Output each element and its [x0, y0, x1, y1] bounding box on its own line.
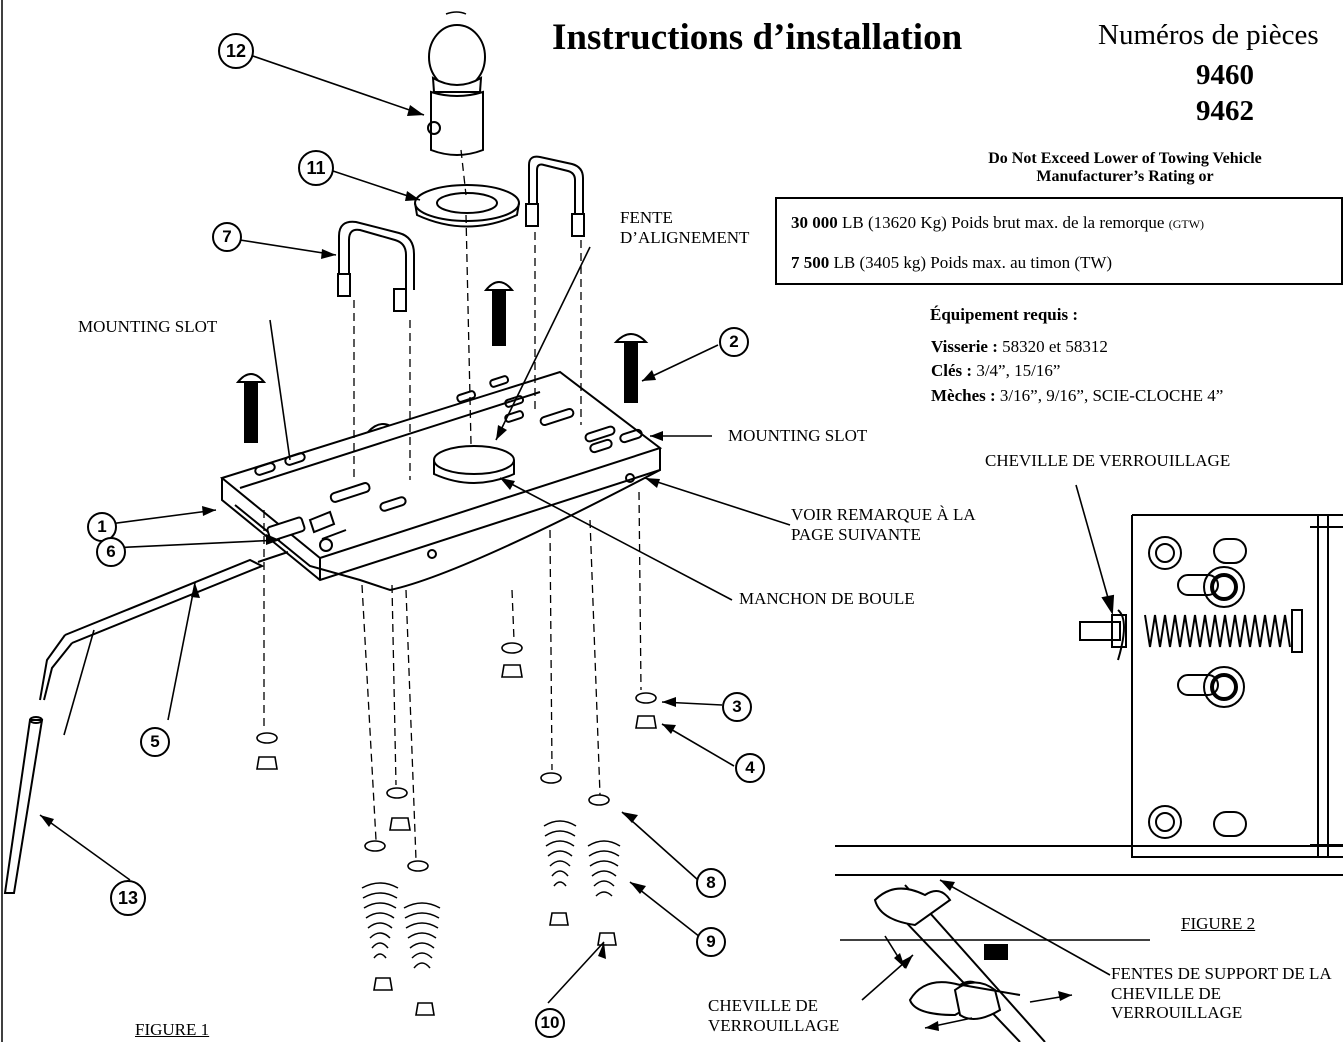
- ball-sleeve-label: MANCHON DE BOULE: [739, 589, 915, 608]
- callout-11: 11: [298, 150, 334, 186]
- callout-13: 13: [110, 880, 146, 916]
- handle-bar: [39, 551, 289, 701]
- u-bolt-left: [337, 220, 415, 312]
- support-slots-label: FENTES DE SUPPORT DE LA CHEVILLE DE VERR…: [1111, 964, 1331, 1023]
- equipment-bits: Mèches : 3/16”, 9/16”, SCIE-CLOCHE 4”: [931, 386, 1224, 405]
- gtw-rating: 30 000 LB (13620 Kg) Poids brut max. de …: [791, 213, 1205, 232]
- callout-7: 7: [212, 222, 242, 252]
- callout-3: 3: [722, 692, 752, 722]
- hitch-ball: [427, 11, 486, 156]
- tw-rating: 7 500 LB (3405 kg) Poids max. au timon (…: [791, 253, 1113, 272]
- equipment-wrenches: Clés : 3/4”, 15/16”: [931, 361, 1061, 380]
- callout-1: 1: [87, 512, 117, 542]
- base-plate: [219, 370, 663, 592]
- callout-6: 6: [96, 537, 126, 567]
- figure1-caption: FIGURE 1: [135, 1020, 210, 1039]
- callout-9: 9: [696, 927, 726, 957]
- callout-5: 5: [140, 727, 170, 757]
- rating-note: Do Not Exceed Lower of Towing Vehicle Ma…: [988, 150, 1262, 186]
- part-number-9462: 9462: [1196, 95, 1254, 127]
- part-number-9460: 9460: [1196, 59, 1254, 91]
- callout-8: 8: [696, 868, 726, 898]
- equipment-hardware: Visserie : 58320 et 58312: [931, 337, 1108, 356]
- bottom-detail: [835, 845, 1343, 1042]
- callout-4: 4: [735, 753, 765, 783]
- mounting-slot-label-right: MOUNTING SLOT: [728, 426, 868, 445]
- u-bolt-right: [525, 155, 585, 237]
- latch-assembly: [266, 510, 347, 552]
- callout-10: 10: [535, 1008, 565, 1038]
- alignment-slot-label: FENTE D’ALIGNEMENT: [620, 208, 750, 247]
- see-note-label: VOIR REMARQUE À LA PAGE SUIVANTE: [791, 505, 975, 544]
- callout-12: 12: [218, 33, 254, 69]
- part-numbers-label: Numéros de pièces: [1098, 19, 1319, 51]
- callout-2: 2: [719, 327, 749, 357]
- mounting-slot-label-left: MOUNTING SLOT: [78, 317, 218, 336]
- figure2-detail: [1075, 484, 1343, 858]
- equipment-title: Équipement requis :: [930, 305, 1078, 324]
- ratings-box: 30 000 LB (13620 Kg) Poids brut max. de …: [775, 197, 1343, 285]
- locking-pin-label-top: CHEVILLE DE VERROUILLAGE: [985, 451, 1231, 470]
- locking-pin-label-bottom: CHEVILLE DE VERROUILLAGE: [708, 996, 840, 1035]
- figure2-caption: FIGURE 2: [1181, 914, 1256, 933]
- extension-bar: [3, 716, 44, 894]
- ball-collar: [414, 184, 520, 228]
- page-title: Instructions d’installation: [552, 17, 963, 58]
